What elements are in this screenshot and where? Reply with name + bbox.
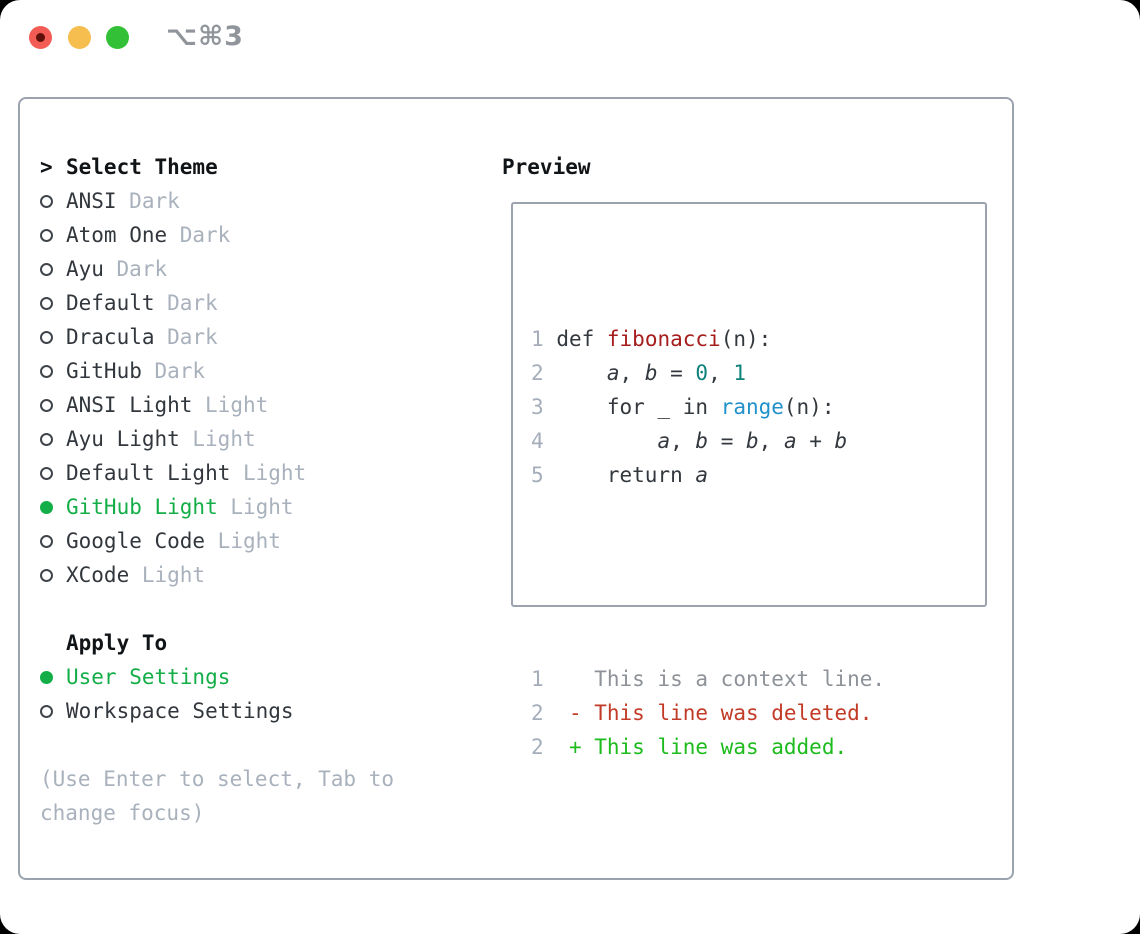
radio-icon — [40, 466, 66, 480]
radio-icon — [40, 568, 66, 582]
radio-icon — [40, 194, 66, 208]
diff-line-deleted: 2 - This line was deleted. — [531, 701, 873, 725]
theme-option-google-code[interactable]: Google Code Light — [40, 524, 394, 558]
theme-name: Dracula — [66, 325, 155, 349]
prompt-arrow-icon: > — [40, 155, 53, 179]
code-line: 1 def fibonacci(n): — [531, 327, 772, 351]
theme-option-ayu-light[interactable]: Ayu Light Light — [40, 422, 394, 456]
keyboard-hint-line2: change focus) — [40, 801, 205, 825]
code-line: 2 a, b = 0, 1 — [531, 361, 747, 385]
theme-variant-label: Dark — [116, 257, 168, 281]
radio-icon — [40, 262, 66, 276]
apply-option-label: Workspace Settings — [66, 699, 294, 723]
radio-icon — [40, 500, 66, 514]
theme-name: Ayu — [66, 257, 104, 281]
radio-icon — [40, 330, 66, 344]
close-button[interactable] — [29, 26, 52, 49]
theme-option-github-light[interactable]: GitHub Light Light — [40, 490, 394, 524]
theme-option-dracula[interactable]: Dracula Dark — [40, 320, 394, 354]
theme-variant-label: Light — [205, 393, 269, 417]
code-line: 4 a, b = b, a + b — [531, 429, 848, 453]
code-preview: 1 def fibonacci(n): 2 a, b = 0, 1 3 for _ … — [531, 254, 885, 832]
minimize-button[interactable] — [68, 26, 91, 49]
diff-line-added: 2 + This line was added. — [531, 735, 848, 759]
preview-title: Preview — [502, 155, 591, 179]
line-number: 1 — [531, 327, 544, 351]
theme-option-ansi-light[interactable]: ANSI Light Light — [40, 388, 394, 422]
theme-name: Ayu Light — [66, 427, 180, 451]
list-gap — [40, 592, 394, 626]
apply-to-title: Apply To — [66, 631, 168, 655]
theme-variant-label: Light — [242, 461, 307, 485]
code-line: 5 return a — [531, 463, 709, 487]
theme-variant-label: Light — [192, 427, 256, 451]
list-gap — [40, 728, 394, 762]
radio-icon — [40, 534, 66, 548]
apply-option-workspace-settings[interactable]: Workspace Settings — [40, 694, 394, 728]
theme-option-ayu[interactable]: Ayu Dark — [40, 252, 394, 286]
window-shortcut-title: ⌥⌘3 — [166, 21, 244, 52]
line-number: 3 — [531, 395, 544, 419]
radio-icon — [40, 296, 66, 310]
radio-icon — [40, 432, 66, 446]
theme-option-default-light[interactable]: Default Light Light — [40, 456, 394, 490]
theme-variant-label: Dark — [179, 223, 231, 247]
radio-icon — [40, 228, 66, 242]
preview-box: 1 def fibonacci(n): 2 a, b = 0, 1 3 for _ … — [511, 202, 987, 759]
theme-name: XCode — [66, 563, 130, 587]
theme-name: ANSI — [66, 189, 117, 213]
zoom-button[interactable] — [106, 26, 129, 49]
theme-name: GitHub Light — [66, 495, 218, 519]
blank-line — [531, 560, 885, 594]
titlebar: ⌥⌘3 — [0, 0, 1140, 74]
apply-option-user-settings[interactable]: User Settings — [40, 660, 394, 694]
line-number: 2 — [531, 701, 544, 725]
line-number: 1 — [531, 667, 544, 691]
theme-variant-label: Dark — [167, 291, 218, 315]
theme-option-xcode[interactable]: XCode Light — [40, 558, 394, 592]
theme-name: Google Code — [66, 529, 206, 553]
theme-name: GitHub — [66, 359, 142, 383]
theme-variant-label: Light — [217, 529, 281, 553]
apply-option-label: User Settings — [66, 665, 231, 689]
theme-option-ansi[interactable]: ANSI Dark — [40, 184, 394, 218]
theme-variant-label: Dark — [167, 325, 218, 349]
radio-icon — [40, 364, 66, 378]
select-theme-header: > Select Theme — [40, 150, 394, 184]
theme-option-default[interactable]: Default Dark — [40, 286, 394, 320]
apply-to-header: Apply To — [40, 626, 394, 660]
theme-option-github[interactable]: GitHub Dark — [40, 354, 394, 388]
radio-icon — [40, 670, 66, 684]
theme-variant-label: Dark — [154, 359, 206, 383]
code-line: 3 for _ in range(n): — [531, 395, 835, 419]
diff-line-context: 1 This is a context line. — [531, 667, 886, 691]
line-number: 2 — [531, 735, 544, 759]
keyboard-hint-line1: (Use Enter to select, Tab to — [40, 767, 395, 791]
line-number: 4 — [531, 429, 544, 453]
select-theme-title: Select Theme — [66, 155, 218, 179]
radio-icon — [40, 704, 66, 718]
theme-option-atom-one[interactable]: Atom One Dark — [40, 218, 394, 252]
line-number: 2 — [531, 361, 544, 385]
theme-variant-label: Light — [141, 563, 206, 587]
theme-name: ANSI Light — [66, 393, 193, 417]
theme-variant-label: Dark — [129, 189, 180, 213]
theme-name: Atom One — [66, 223, 168, 247]
theme-variant-label: Light — [230, 495, 294, 519]
theme-name: Default — [66, 291, 155, 315]
theme-name: Default Light — [66, 461, 231, 485]
line-number: 5 — [531, 463, 544, 487]
radio-icon — [40, 398, 66, 412]
